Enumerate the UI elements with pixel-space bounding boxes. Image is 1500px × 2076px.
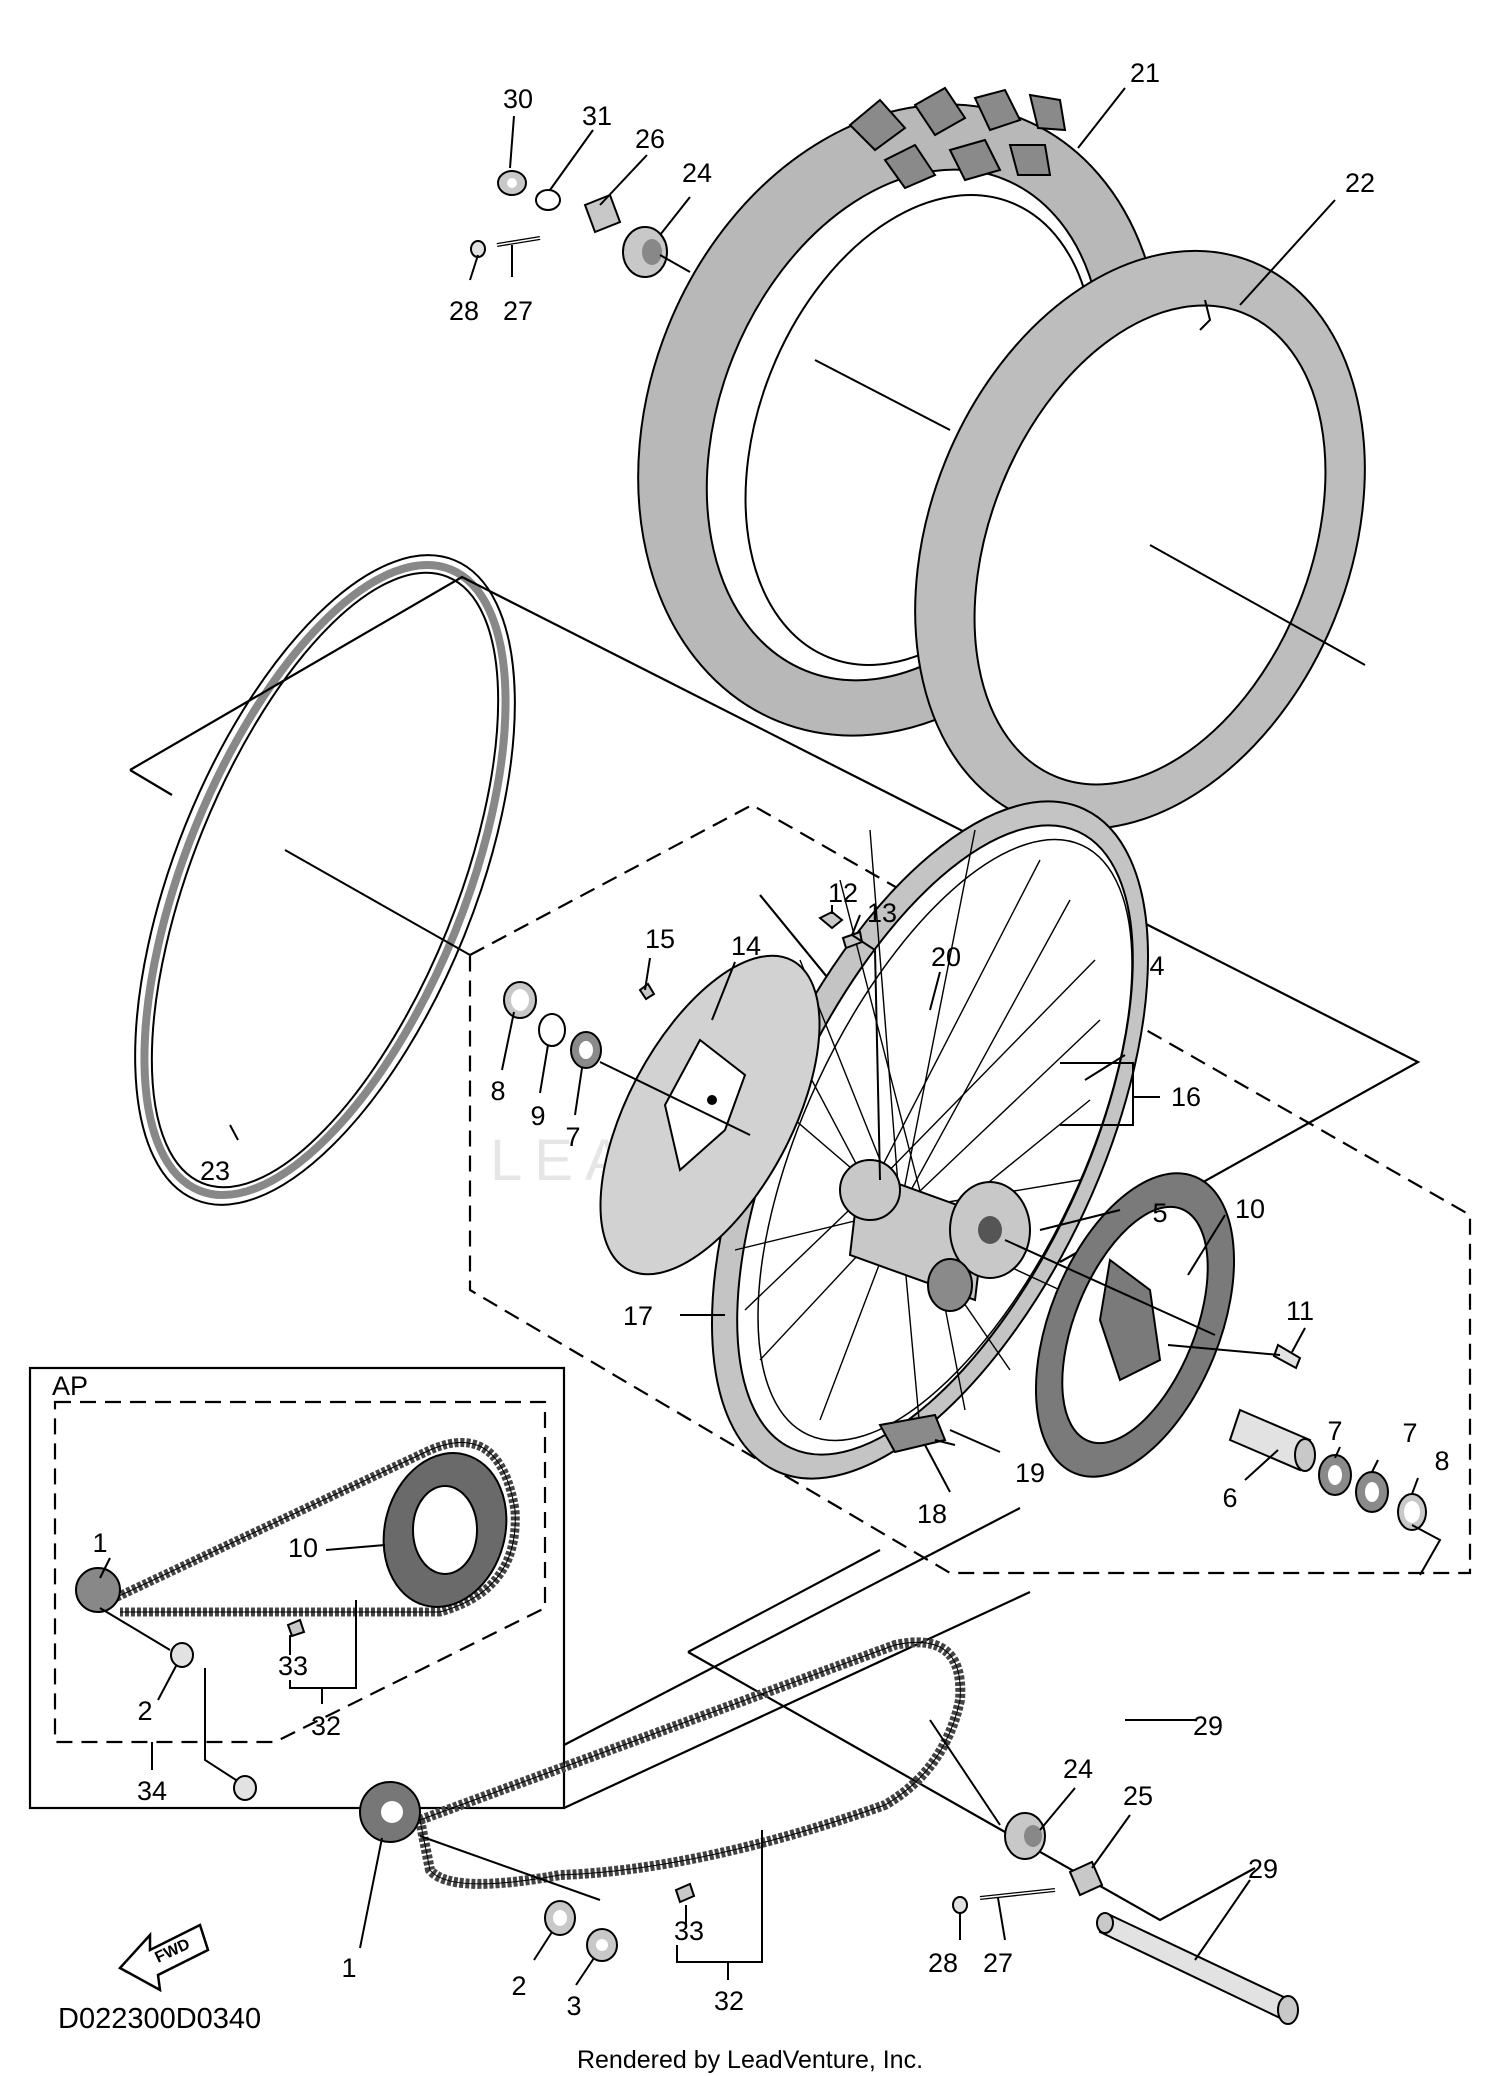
- circlip-9: [538, 1013, 566, 1047]
- axle-29: [1096, 1912, 1299, 2025]
- drawing-code: D022300D0340: [58, 2003, 261, 2035]
- svg-text:24: 24: [682, 158, 712, 188]
- svg-text:7: 7: [1402, 1418, 1417, 1448]
- nut-30: [497, 170, 527, 196]
- seal-8-right: [1397, 1493, 1427, 1531]
- chain-outline: [687, 1549, 1256, 1922]
- lock-washer-2: [544, 1900, 576, 1936]
- wheel-rim-17: [710, 800, 1150, 1480]
- svg-text:5: 5: [1152, 1198, 1167, 1228]
- collar-24-top: [622, 226, 668, 278]
- svg-text:22: 22: [1345, 168, 1375, 198]
- svg-text:1: 1: [341, 1953, 356, 1983]
- svg-text:2: 2: [137, 1696, 152, 1726]
- bearing-7-left: [570, 1031, 602, 1069]
- svg-text:4: 4: [1149, 951, 1164, 981]
- wheel-assembly-boundary-4: [468, 803, 1472, 1575]
- leader-lines: [99, 87, 1442, 1986]
- sprocket-10: [1034, 1172, 1236, 1478]
- drive-chain-32: [414, 1637, 966, 1889]
- seal-8-left: [503, 981, 537, 1019]
- adjuster-plate-26: [583, 193, 622, 234]
- svg-text:20: 20: [931, 942, 961, 972]
- svg-text:19: 19: [1015, 1458, 1045, 1488]
- svg-text:11: 11: [1286, 1296, 1314, 1326]
- svg-text:24: 24: [1063, 1754, 1093, 1784]
- svg-text:27: 27: [503, 296, 533, 326]
- svg-text:28: 28: [928, 1948, 958, 1978]
- svg-text:7: 7: [1327, 1416, 1342, 1446]
- svg-text:29: 29: [1193, 1711, 1223, 1741]
- svg-text:6: 6: [1222, 1483, 1237, 1513]
- washer-31: [535, 189, 561, 211]
- svg-text:14: 14: [731, 931, 761, 961]
- drive-chain-32-inset: [75, 1438, 520, 1801]
- svg-text:3: 3: [566, 1991, 581, 2021]
- fwd-arrow-icon: FWD: [118, 1923, 210, 1993]
- callout-labels: 30 31 26 24 21 22 28 27 23 8 9 7 15 14 1…: [92, 58, 1449, 2021]
- svg-text:33: 33: [674, 1916, 704, 1946]
- inset-frame-ap: [28, 1366, 566, 1810]
- nut-12: [818, 910, 844, 930]
- collar-24-bottom: [1004, 1812, 1046, 1860]
- bearing-7-right-b: [1355, 1471, 1389, 1513]
- svg-text:8: 8: [1434, 1446, 1449, 1476]
- svg-text:7: 7: [565, 1122, 580, 1152]
- nut-28-top: [470, 240, 486, 258]
- svg-text:29: 29: [1248, 1854, 1278, 1884]
- render-credit: Rendered by LeadVenture, Inc.: [577, 2046, 923, 2074]
- svg-text:18: 18: [917, 1499, 947, 1529]
- svg-text:8: 8: [490, 1076, 505, 1106]
- svg-text:15: 15: [645, 924, 675, 954]
- svg-text:10: 10: [1235, 1194, 1265, 1224]
- svg-text:27: 27: [983, 1948, 1013, 1978]
- svg-text:33: 33: [278, 1651, 308, 1681]
- nut-3: [586, 1928, 618, 1962]
- inset-label: AP: [52, 1371, 88, 1401]
- svg-text:13: 13: [867, 898, 897, 928]
- inset-boundary-34: [53, 1400, 547, 1744]
- bearing-7-right-a: [1318, 1454, 1352, 1496]
- svg-text:34: 34: [137, 1776, 167, 1806]
- svg-text:17: 17: [623, 1301, 653, 1331]
- bolt-11: [1272, 1343, 1302, 1370]
- inset-connector: [563, 1507, 1031, 1809]
- hub-5: [839, 1159, 1031, 1312]
- svg-text:30: 30: [503, 84, 533, 114]
- svg-text:32: 32: [714, 1986, 744, 2016]
- nut-28-bottom: [952, 1896, 968, 1914]
- svg-text:12: 12: [828, 878, 858, 908]
- drive-sprocket-1: [359, 1781, 421, 1843]
- svg-text:1: 1: [92, 1528, 107, 1558]
- svg-text:10: 10: [288, 1533, 318, 1563]
- svg-text:16: 16: [1171, 1082, 1201, 1112]
- collar-6: [1228, 1408, 1316, 1472]
- bolt-27-bottom: [979, 1888, 1056, 1900]
- svg-text:23: 23: [200, 1156, 230, 1186]
- bolt-15: [638, 982, 656, 1001]
- svg-text:25: 25: [1123, 1781, 1153, 1811]
- svg-text:28: 28: [449, 296, 479, 326]
- svg-text:21: 21: [1130, 58, 1160, 88]
- svg-text:32: 32: [311, 1711, 341, 1741]
- svg-text:31: 31: [582, 101, 612, 131]
- joint-33: [674, 1882, 696, 1904]
- rim-lock-18: [878, 1413, 947, 1454]
- svg-text:9: 9: [530, 1101, 545, 1131]
- bolt-27-top: [496, 236, 541, 247]
- rim-band-23: [134, 554, 516, 1206]
- svg-text:26: 26: [635, 124, 665, 154]
- adjuster-plate-25: [1068, 1860, 1104, 1897]
- svg-text:2: 2: [511, 1971, 526, 2001]
